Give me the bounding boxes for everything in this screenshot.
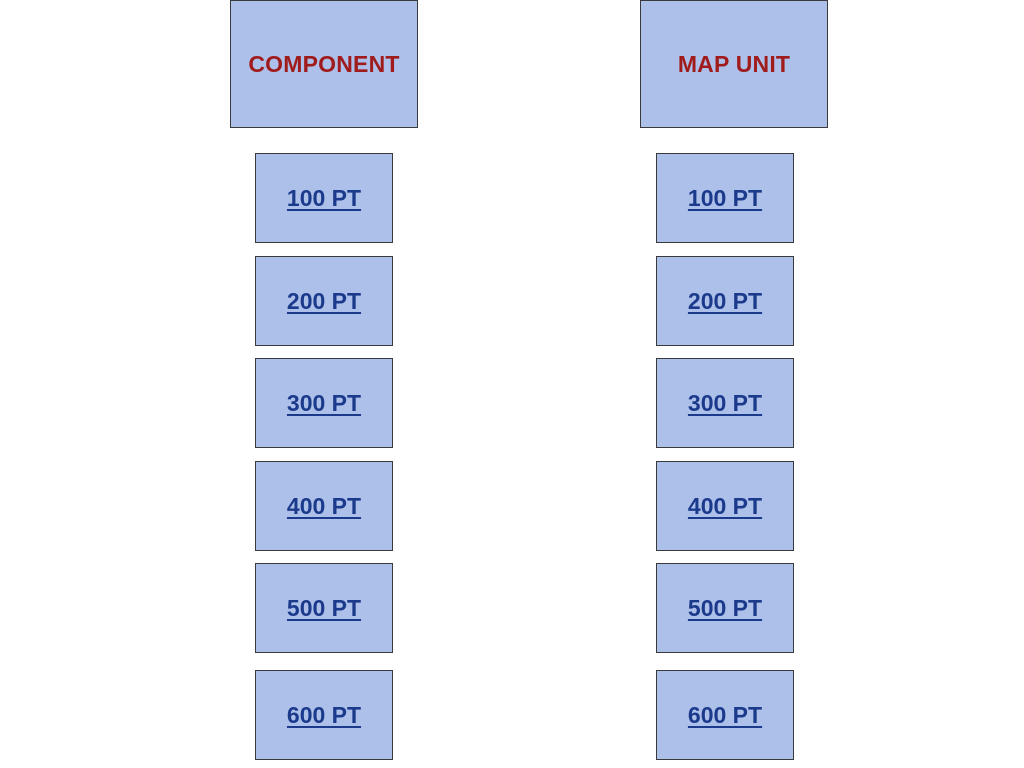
point-tile-map-unit-100[interactable]: 100 PT — [656, 153, 794, 243]
point-tile-label[interactable]: 500 PT — [687, 594, 763, 621]
point-tile-component-400[interactable]: 400 PT — [255, 461, 393, 551]
category-column-map-unit: MAP UNIT 100 PT 200 PT 300 PT 400 PT 500… — [640, 0, 828, 760]
point-tile-map-unit-400[interactable]: 400 PT — [656, 461, 794, 551]
point-tile-label[interactable]: 400 PT — [687, 492, 763, 519]
point-tile-map-unit-500[interactable]: 500 PT — [656, 563, 794, 653]
point-tile-map-unit-200[interactable]: 200 PT — [656, 256, 794, 346]
point-tile-component-100[interactable]: 100 PT — [255, 153, 393, 243]
point-tile-label[interactable]: 300 PT — [687, 389, 763, 416]
point-tile-label[interactable]: 600 PT — [687, 701, 763, 728]
point-tile-label[interactable]: 100 PT — [286, 184, 362, 211]
point-tile-label[interactable]: 500 PT — [286, 594, 362, 621]
point-tile-label[interactable]: 200 PT — [286, 287, 362, 314]
point-tile-component-600[interactable]: 600 PT — [255, 670, 393, 760]
category-header-component: COMPONENT — [230, 0, 418, 128]
point-tile-map-unit-600[interactable]: 600 PT — [656, 670, 794, 760]
point-tile-label[interactable]: 100 PT — [687, 184, 763, 211]
category-title: MAP UNIT — [677, 50, 791, 77]
point-tile-label[interactable]: 600 PT — [286, 701, 362, 728]
category-title: COMPONENT — [248, 50, 400, 77]
category-header-map-unit: MAP UNIT — [640, 0, 828, 128]
point-tile-label[interactable]: 400 PT — [286, 492, 362, 519]
point-tile-component-200[interactable]: 200 PT — [255, 256, 393, 346]
point-tile-map-unit-300[interactable]: 300 PT — [656, 358, 794, 448]
point-tile-label[interactable]: 200 PT — [687, 287, 763, 314]
point-tile-label[interactable]: 300 PT — [286, 389, 362, 416]
category-column-component: COMPONENT 100 PT 200 PT 300 PT 400 PT 50… — [230, 0, 418, 760]
point-tile-component-300[interactable]: 300 PT — [255, 358, 393, 448]
point-tile-component-500[interactable]: 500 PT — [255, 563, 393, 653]
